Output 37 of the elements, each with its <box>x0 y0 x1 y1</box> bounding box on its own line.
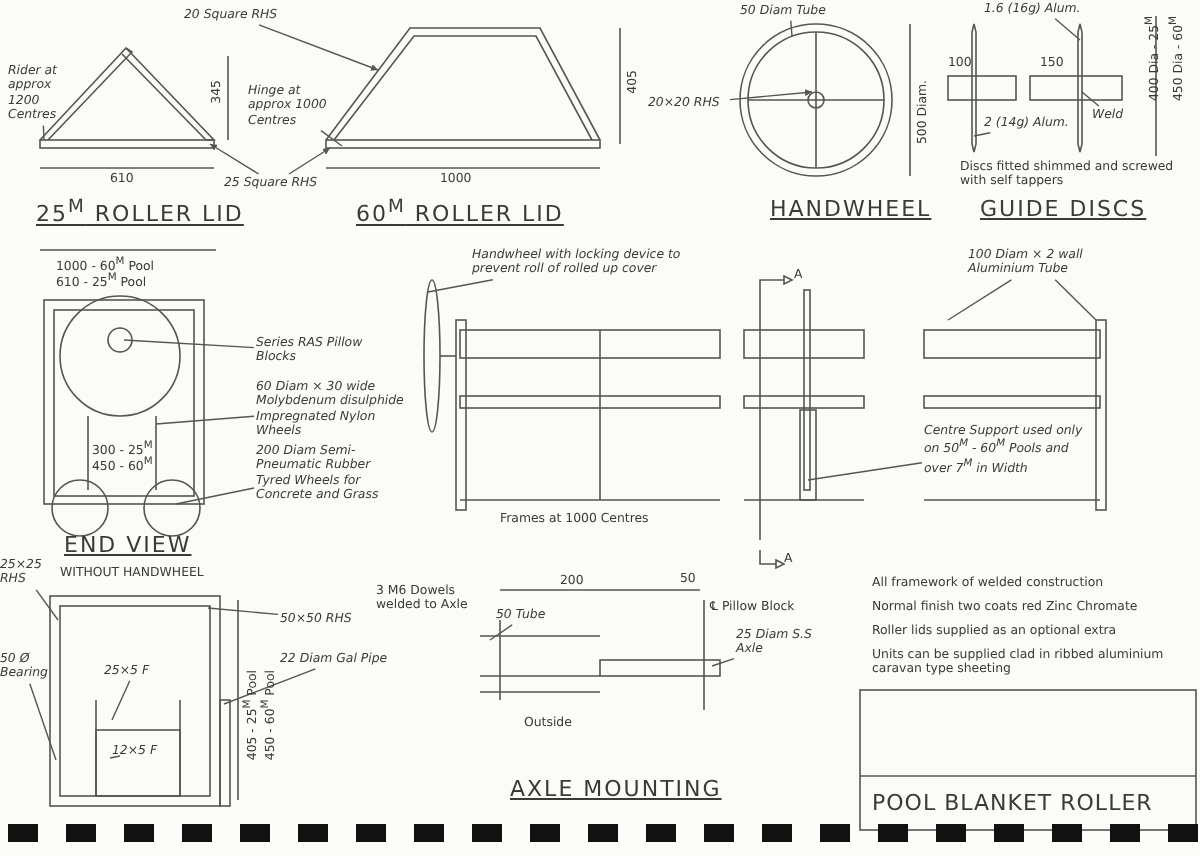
drawing-title: POOL BLANKET ROLLER <box>872 790 1153 817</box>
leader-line <box>223 668 317 705</box>
end-view-drawing <box>43 295 205 537</box>
leader-line <box>320 129 343 147</box>
leader-line <box>288 147 331 175</box>
leader-line <box>711 657 735 667</box>
view-heading: HANDWHEEL <box>770 196 932 223</box>
handwheel-drawing <box>739 23 893 177</box>
view-heading: 60$^{M}$ ROLLER LID <box>356 196 564 228</box>
leader-line <box>207 607 279 616</box>
view-heading: END VIEW <box>64 532 192 559</box>
end-frame-drawing <box>49 595 231 807</box>
leader-line <box>42 124 45 141</box>
leader-line <box>489 624 513 641</box>
leader-line <box>947 279 1013 321</box>
leader-line <box>258 24 379 71</box>
view-heading: 25$^{M}$ ROLLER LID <box>36 196 244 228</box>
guide-disc-drawing <box>947 23 1123 153</box>
leader-line <box>790 20 793 37</box>
leader-line <box>123 339 255 349</box>
view-heading: GUIDE DISCS <box>980 196 1147 223</box>
leader-line <box>807 462 923 481</box>
view-heading: AXLE MOUNTING <box>510 776 722 803</box>
leader-line <box>209 143 260 175</box>
leader-line <box>1054 18 1081 41</box>
leader-line <box>973 132 991 137</box>
axle-mounting-drawing <box>479 599 721 711</box>
leader-line <box>29 683 57 761</box>
leader-line <box>109 755 121 759</box>
leader-line <box>1054 279 1097 321</box>
leader-line <box>35 589 59 621</box>
leader-line <box>155 415 255 425</box>
leader-line <box>111 680 131 721</box>
roller-lid-drawing <box>325 27 601 149</box>
leader-line <box>1081 91 1100 107</box>
leader-line <box>427 279 494 293</box>
side-view-drawing <box>423 279 1107 511</box>
